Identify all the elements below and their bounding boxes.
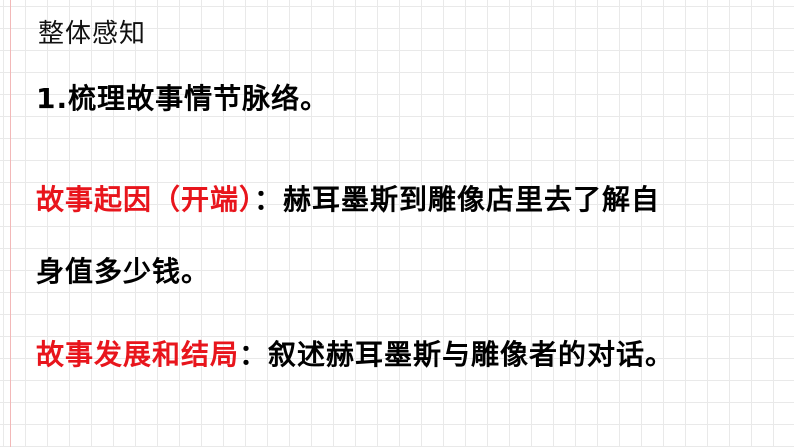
cause-line: 故事起因（开端）：赫耳墨斯到雕像店里去了解自	[36, 178, 660, 218]
development-text: ：叙述赫耳墨斯与雕像者的对话。	[239, 338, 675, 371]
margin-line	[10, 0, 11, 447]
cause-text-line2: 身值多少钱。	[36, 255, 211, 288]
cause-text-line1: ：赫耳墨斯到雕像店里去了解自	[254, 183, 661, 216]
development-line: 故事发展和结局：叙述赫耳墨斯与雕像者的对话。	[36, 333, 674, 373]
heading: 1.梳理故事情节脉络。	[36, 82, 330, 115]
cause-label: 故事起因（开端）	[36, 183, 255, 216]
section-title: 整体感知	[38, 19, 147, 49]
development-label: 故事发展和结局	[36, 338, 240, 371]
